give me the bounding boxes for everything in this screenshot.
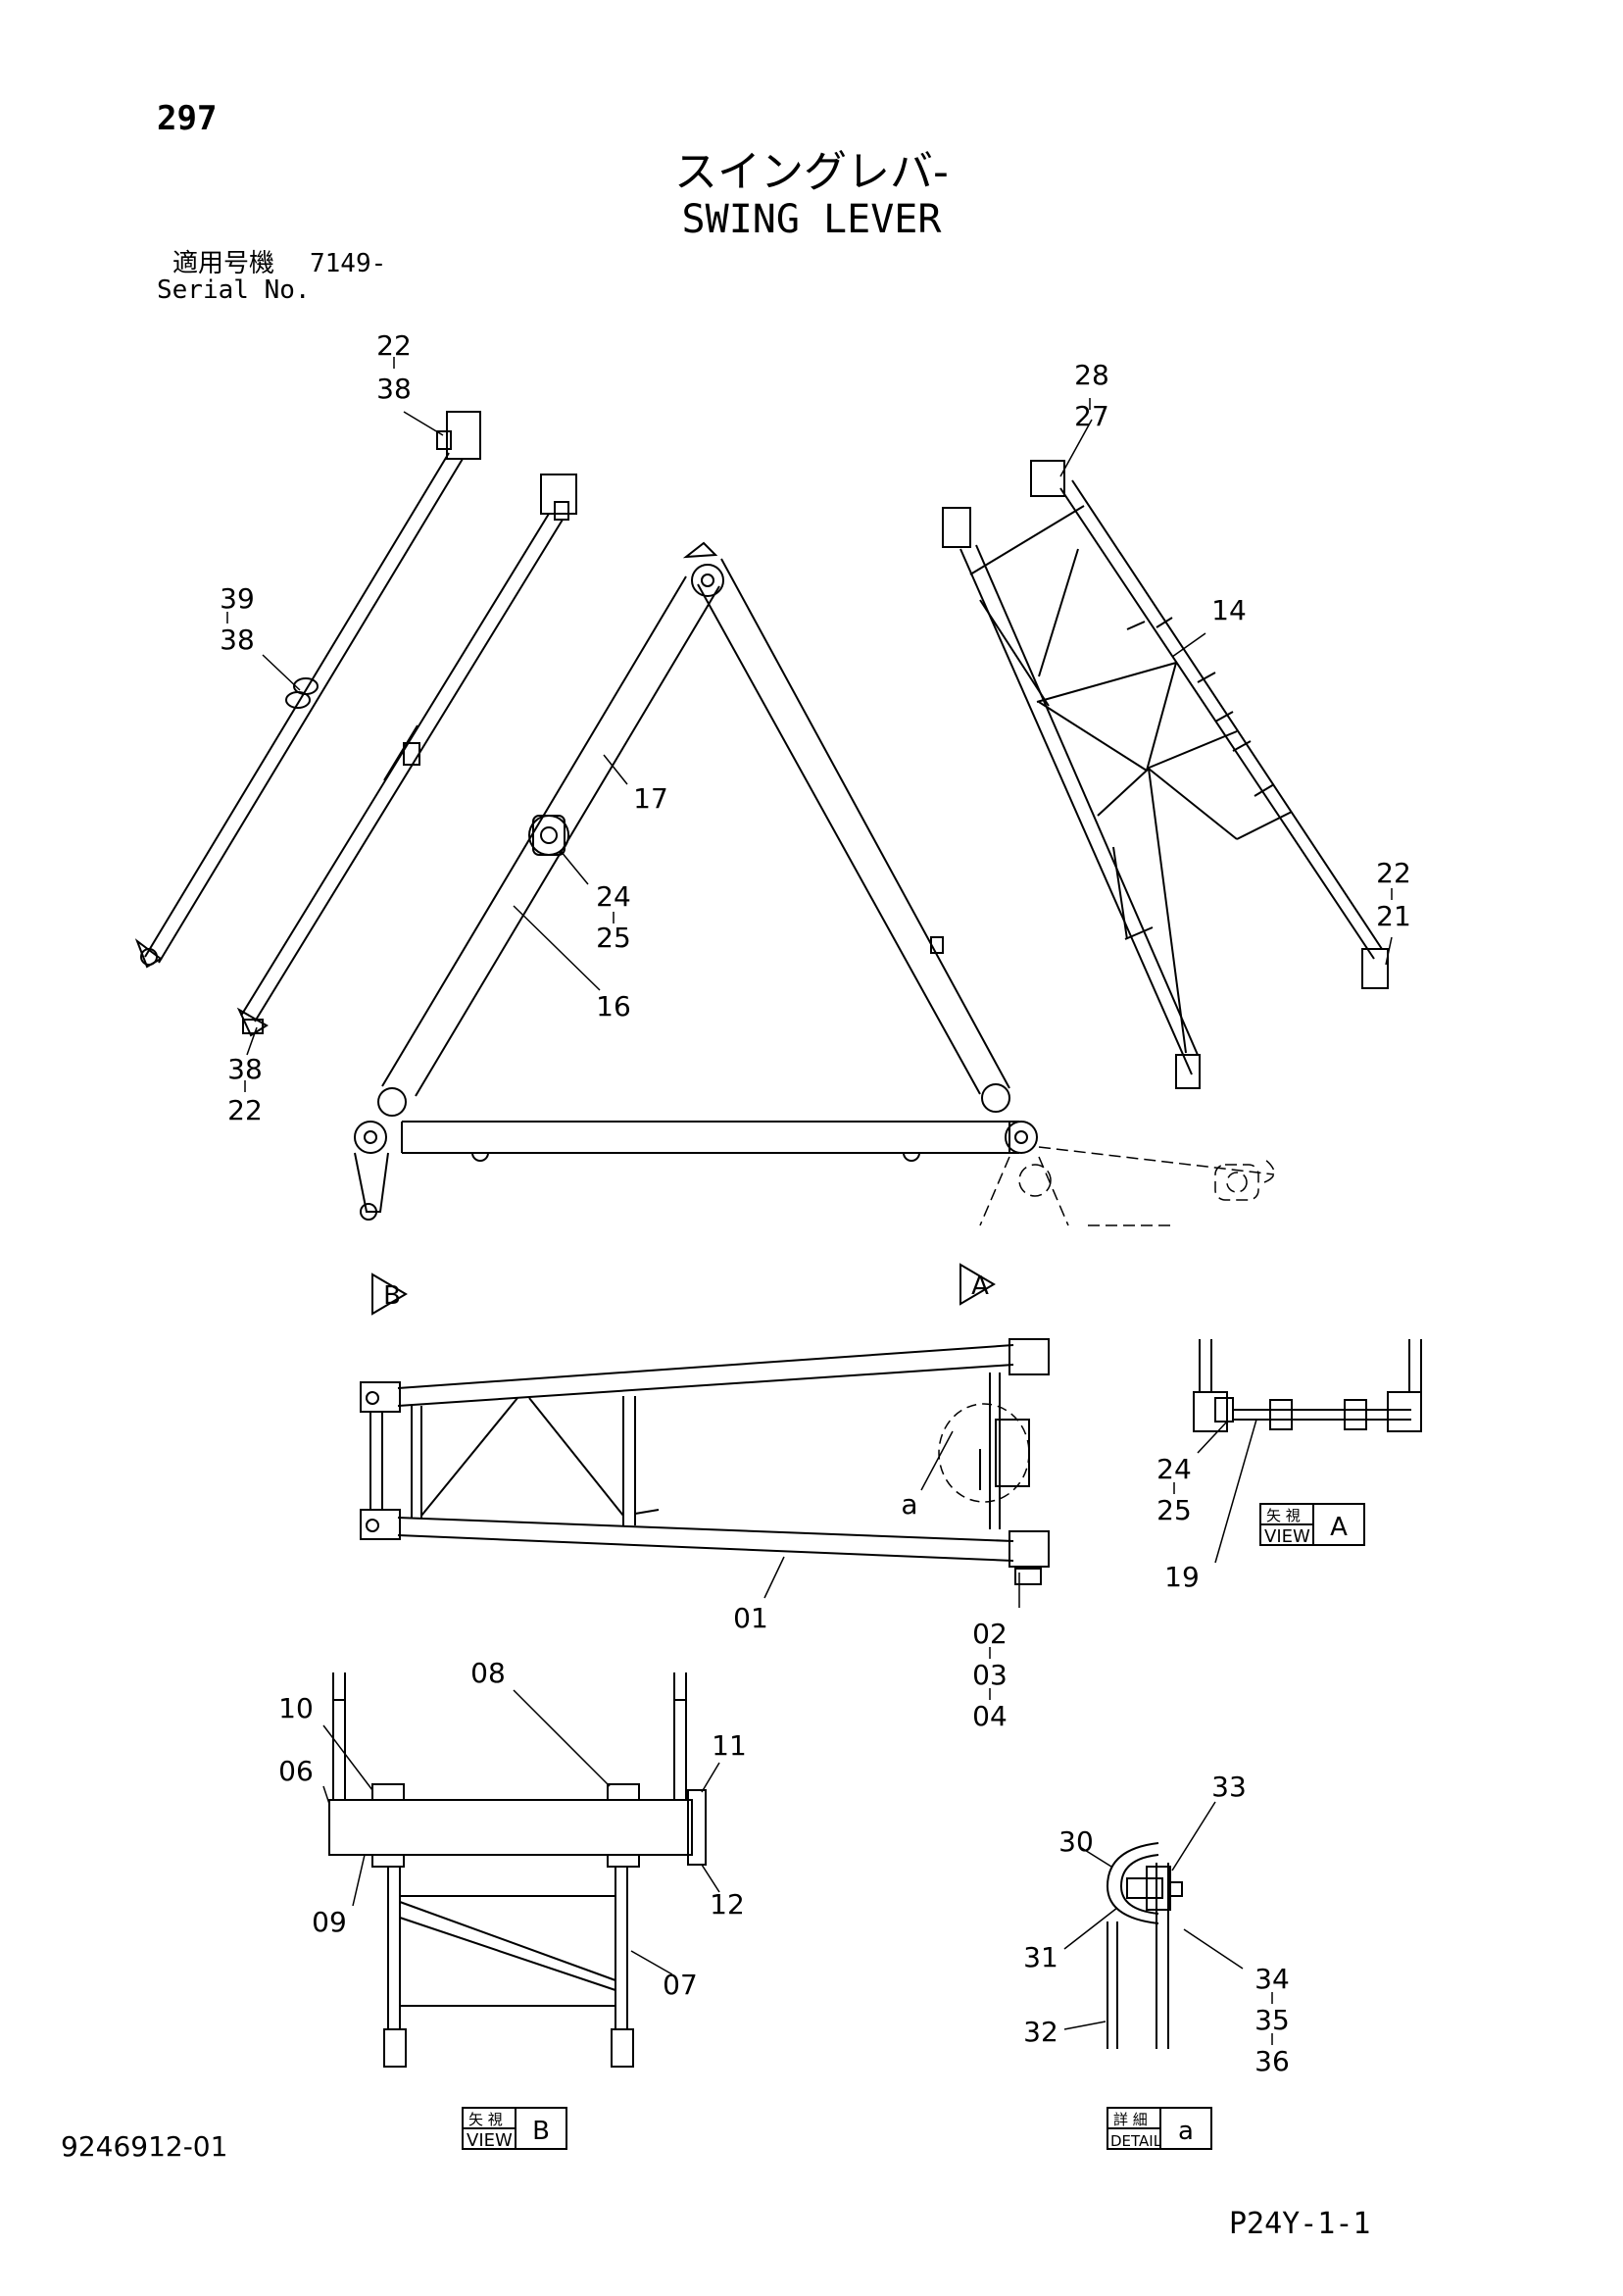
callout-34: 34 [1254,1963,1290,1995]
view-label-boxes [462,1503,1365,2150]
detail-label-en: DETAIL [1110,2132,1162,2150]
callout-32: 32 [1023,2016,1058,2048]
callout-39: 39 [220,582,255,615]
detail-label-jp: 詳 細 [1113,2111,1148,2128]
callout-38-top: 38 [376,373,412,405]
callout-06: 06 [278,1755,314,1787]
boom-plan-view [360,1263,1050,1585]
callout-09: 09 [312,1906,347,1938]
view-a-label-jp: 矢 視 [1266,1507,1301,1524]
callout-38-bottom: 38 [227,1053,263,1085]
callout-07: 07 [663,1969,698,2001]
callout-08: 08 [470,1657,506,1689]
callout-24-viewa: 24 [1156,1453,1192,1485]
view-label-text: 矢 視 VIEW A 矢 視 VIEW B 詳 細 DETAIL a [467,1507,1348,2151]
view-a-letter: A [1330,1513,1348,1542]
view-b-letter: B [532,2117,550,2146]
serial-label-japanese: 適用号機 [172,249,275,278]
callout-31: 31 [1023,1941,1058,1973]
callout-17: 17 [633,782,668,815]
detail-letter: a [1178,2117,1194,2146]
title-english: SWING LEVER [681,197,942,242]
view-b-label-en: VIEW [467,2130,513,2151]
view-arrow-a-letter: A [971,1272,989,1301]
page-number: 297 [157,99,218,138]
callout-16: 16 [596,990,631,1023]
swing-lever-frame [354,541,1038,1221]
view-b-label-jp: 矢 視 [468,2111,503,2128]
leader-lines [246,411,1393,2030]
callout-03: 03 [972,1659,1008,1691]
callout-25-viewa: 25 [1156,1494,1192,1526]
callout-22-bottom: 22 [227,1094,263,1126]
callout-11: 11 [712,1729,747,1762]
callout-dashes [226,357,1393,2045]
document-number: 9246912-01 [61,2130,228,2163]
detail-a-drawing [1106,1842,1183,2049]
serial-value: 7149- [310,249,387,278]
callout-36: 36 [1254,2045,1290,2077]
title-japanese: スイングレバ- [674,147,949,197]
callout-27: 27 [1074,400,1109,432]
callout-33: 33 [1211,1771,1247,1803]
callout-19: 19 [1164,1561,1200,1593]
callout-22-mast: 22 [1376,857,1411,889]
callout-labels: 22 38 39 38 38 22 17 24 25 16 28 27 14 2… [220,329,1411,2077]
page-code: P24Y-1-1 [1229,2207,1371,2241]
callout-14: 14 [1211,594,1247,626]
callout-21: 21 [1376,900,1411,932]
view-b-drawing [328,1672,707,2068]
callout-01: 01 [733,1602,768,1634]
callout-12: 12 [710,1888,745,1921]
callout-35: 35 [1254,2004,1290,2036]
view-a-drawing [1193,1339,1422,1432]
machine-outline-dashed [979,1146,1275,1226]
callout-02: 02 [972,1618,1008,1650]
callout-30: 30 [1058,1825,1094,1858]
callout-22-top: 22 [376,329,412,362]
callout-25-frame: 25 [596,922,631,954]
lattice-mast [942,460,1389,1089]
detail-marker-a: a [901,1488,917,1521]
callout-04: 04 [972,1700,1008,1732]
pendant-rod-right [236,474,577,1037]
serial-label-english: Serial No. [157,275,311,305]
callout-10: 10 [278,1692,314,1724]
callout-28: 28 [1074,359,1109,391]
callout-24-frame: 24 [596,880,631,913]
view-markers: B A a [383,1272,989,1521]
view-arrow-b-letter: B [383,1281,401,1311]
view-a-label-en: VIEW [1264,1526,1310,1547]
callout-38-mid: 38 [220,624,255,656]
pendant-rod-left [134,411,481,969]
